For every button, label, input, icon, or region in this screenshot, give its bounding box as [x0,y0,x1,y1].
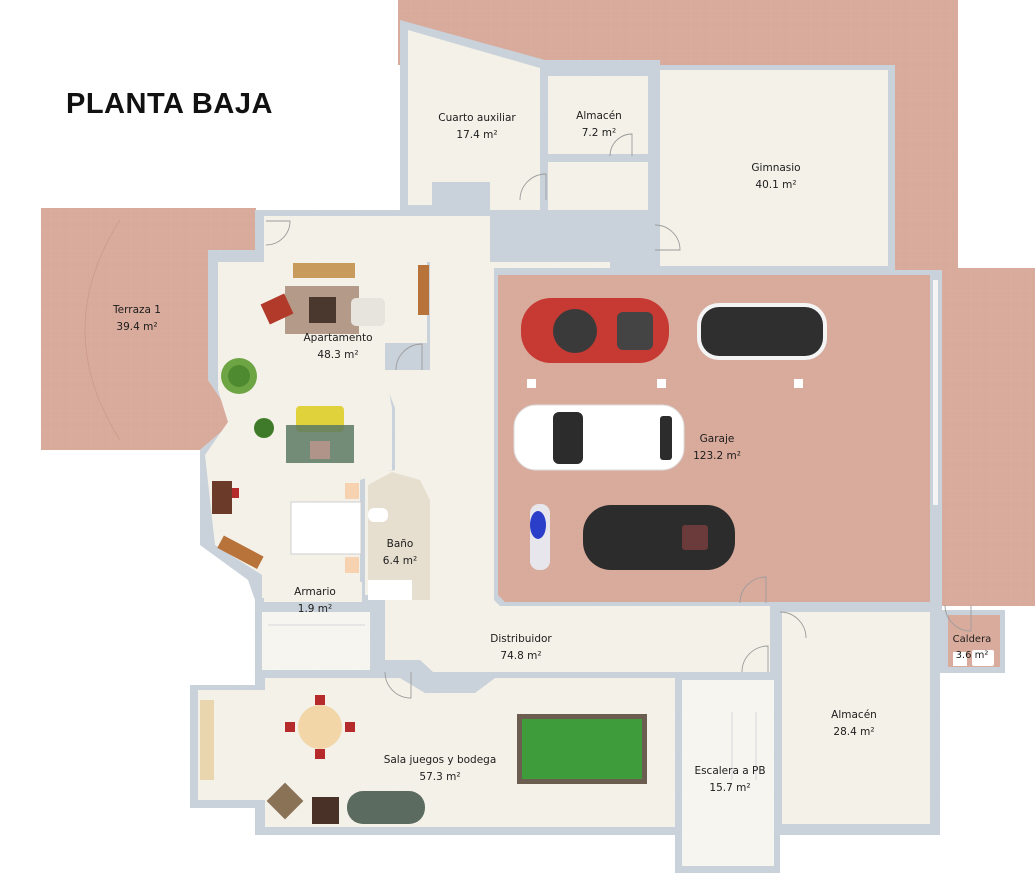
blue-motorcycle [530,504,550,570]
room-name: Sala juegos y bodega [383,754,497,766]
apartment-furniture [212,263,429,600]
garage-columns [527,379,803,388]
room-area: 123.2 m² [693,450,741,462]
room-armario: Armario 1.9 m² [294,584,336,618]
room-caldera: Caldera 3.6 m² [953,632,992,664]
room-name: Caldera [952,634,992,645]
room-garaje: Garaje 123.2 m² [693,431,741,465]
page-title: PLANTA BAJA [66,88,273,120]
door-swings [265,133,972,699]
room-area: 40.1 m² [755,179,797,191]
room-cuarto-auxiliar: Cuarto auxiliar 17.4 m² [438,110,515,144]
room-name: Cuarto auxiliar [438,112,516,124]
room-sala-juegos: Sala juegos y bodega 57.3 m² [384,752,497,786]
room-name: Terraza 1 [113,304,161,316]
room-area: 6.4 m² [382,555,418,567]
room-name: Distribuidor [490,633,552,645]
room-name: Escalera a PB [694,765,766,777]
room-area: 28.4 m² [833,726,875,738]
room-area: 74.8 m² [500,650,542,662]
room-name: Garaje [699,433,735,445]
black-hatchback [697,303,827,360]
black-sports-car [583,505,735,570]
room-area: 57.3 m² [419,771,461,783]
room-area: 15.7 m² [709,782,751,794]
room-area: 17.4 m² [456,129,498,141]
room-name: Gimnasio [751,162,801,174]
room-apartamento: Apartamento 48.3 m² [303,330,372,364]
room-distribuidor: Distribuidor 74.8 m² [490,631,551,665]
room-terraza-1: Terraza 1 39.4 m² [113,302,161,336]
room-area: 3.6 m² [955,650,989,661]
room-area: 39.4 m² [116,321,158,333]
room-almacen-1: Almacén 7.2 m² [576,108,622,142]
room-area: 7.2 m² [581,127,617,139]
red-sports-car [521,298,669,363]
room-bano: Baño 6.4 m² [383,536,417,570]
room-name: Almacén [576,110,622,122]
room-name: Almacén [831,709,877,721]
room-name: Armario [294,586,336,598]
room-escalera: Escalera a PB 15.7 m² [694,763,765,797]
room-name: Apartamento [303,332,373,344]
room-name: Baño [386,538,414,550]
room-almacen-2: Almacén 28.4 m² [831,707,877,741]
stair-treads [268,624,757,780]
room-area: 48.3 m² [317,349,359,361]
game-room-furniture [200,695,647,824]
room-gimnasio: Gimnasio 40.1 m² [751,160,800,194]
room-area: 1.9 m² [297,603,333,615]
white-suv [513,404,685,471]
